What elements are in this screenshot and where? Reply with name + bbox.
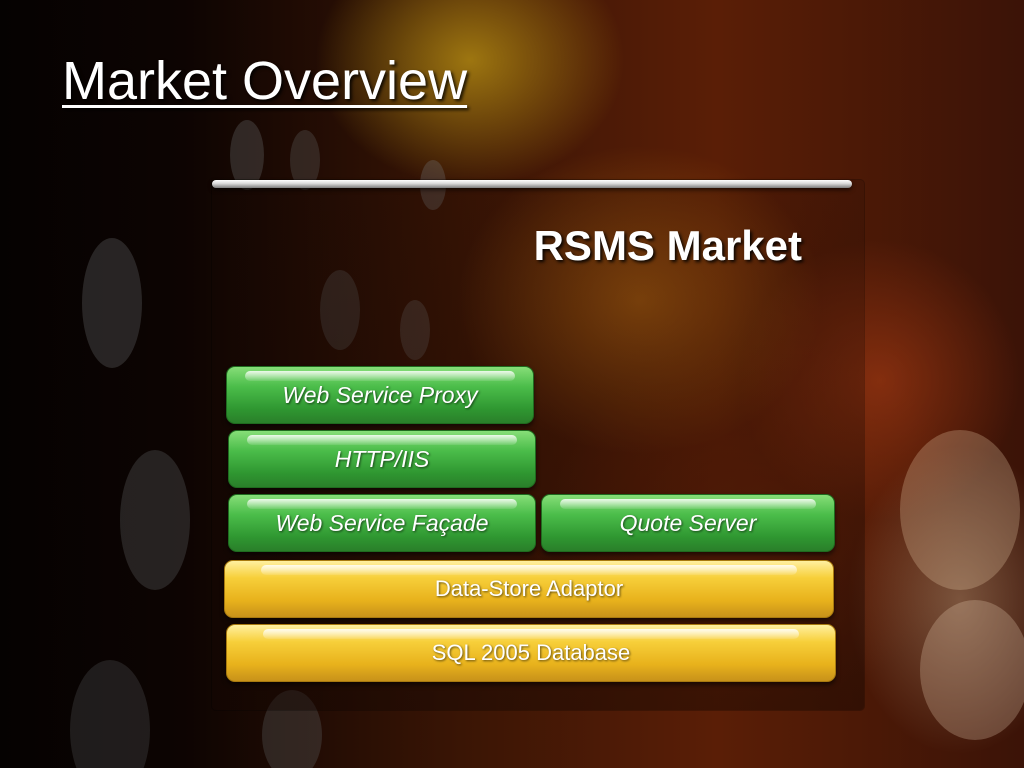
block-gloss — [247, 435, 517, 445]
diagram-title: RSMS Market — [533, 222, 802, 269]
data-store-adaptor-block: Data-Store Adaptor — [224, 560, 834, 618]
bokeh-circle — [900, 430, 1020, 590]
sql-2005-database-block: SQL 2005 Database — [226, 624, 836, 682]
slide-title: Market Overview — [62, 51, 468, 111]
bokeh-circle — [230, 120, 264, 190]
bokeh-circle — [120, 450, 190, 590]
bokeh-circle — [920, 600, 1024, 740]
bokeh-circle — [400, 300, 430, 360]
bokeh-circle — [262, 690, 322, 768]
block-label: HTTP/IIS — [334, 445, 430, 472]
bokeh-circle — [82, 238, 142, 368]
block-gloss — [559, 499, 817, 509]
quote-server-block: Quote Server — [541, 494, 835, 552]
web-service-proxy-block: Web Service Proxy — [226, 366, 534, 424]
block-gloss — [261, 565, 797, 575]
panel-top-rule — [212, 180, 852, 188]
bokeh-circle — [320, 270, 360, 350]
bokeh-circle — [70, 660, 150, 768]
block-gloss — [245, 371, 515, 381]
block-label: Data-Store Adaptor — [434, 576, 624, 601]
block-label: Quote Server — [619, 509, 757, 536]
block-label: Web Service Proxy — [282, 381, 478, 408]
web-service-facade-block: Web Service Façade — [228, 494, 536, 552]
block-gloss — [247, 499, 517, 509]
block-label: Web Service Façade — [275, 509, 489, 536]
http-iis-block: HTTP/IIS — [228, 430, 536, 488]
block-label: SQL 2005 Database — [431, 640, 631, 665]
block-gloss — [263, 629, 799, 639]
